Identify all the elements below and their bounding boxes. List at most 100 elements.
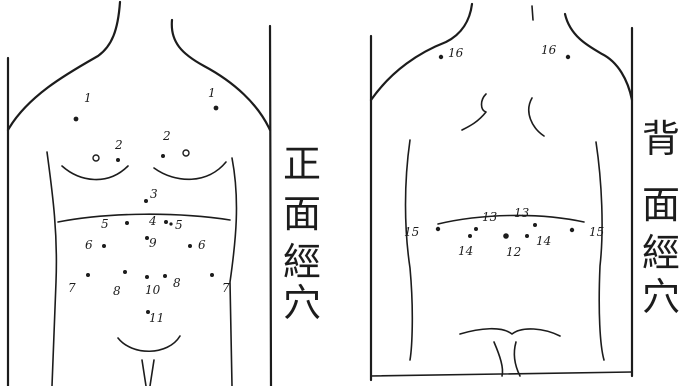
- front-point-1-left-dot: [74, 117, 79, 122]
- front-point-5-left-label: 5: [101, 217, 109, 231]
- front-left-chest-contour: [62, 166, 128, 180]
- back-point-15-left-label: 15: [404, 225, 419, 239]
- front-right-nipple: [183, 150, 189, 156]
- front-point-5-right-dot: [169, 222, 172, 225]
- back-title-char-1: 背: [642, 117, 680, 161]
- back-point-15-right-dot: [570, 228, 574, 232]
- front-point-7-left-label: 7: [68, 281, 76, 295]
- front-point-10-dot: [145, 275, 149, 279]
- front-title-char-1: 正: [283, 142, 321, 186]
- front-point-6-left-label: 6: [85, 238, 93, 252]
- front-point-1-right: 1: [208, 86, 218, 110]
- back-acupoints: 16 16 15 13 13 15 14 12 14: [404, 43, 604, 259]
- back-right-leg-line: [514, 342, 520, 376]
- front-point-6-right: 6: [188, 238, 206, 252]
- front-point-3-label: 3: [150, 187, 158, 201]
- front-point-8-right: 8: [163, 274, 181, 290]
- back-point-16-left: 16: [439, 46, 464, 60]
- front-right-leg-line: [150, 360, 154, 386]
- front-point-11: 11: [146, 310, 164, 325]
- front-point-3-dot: [144, 199, 148, 203]
- back-point-14-left: 14: [458, 234, 473, 258]
- front-figure: [8, 2, 271, 386]
- front-point-4-label: 4: [148, 214, 157, 228]
- front-point-8-left: 8: [113, 270, 127, 298]
- back-figure: [371, 4, 632, 380]
- front-point-11-label: 11: [149, 311, 164, 325]
- back-right-armpit-line: [596, 142, 604, 360]
- front-left-leg-line: [142, 360, 146, 386]
- front-right-shoulder: [172, 20, 270, 130]
- back-point-13-left: 13: [474, 210, 498, 231]
- back-point-16-left-dot: [439, 55, 443, 59]
- front-point-1-right-label: 1: [208, 86, 216, 100]
- back-point-16-left-label: 16: [448, 46, 464, 60]
- front-left-nipple: [93, 155, 99, 161]
- back-point-15-right-label: 15: [589, 225, 604, 239]
- front-point-9: 9: [145, 236, 157, 250]
- back-title: 背 面 經 穴: [642, 117, 680, 319]
- front-point-2-right: 2: [161, 129, 171, 158]
- back-right-shoulder: [565, 14, 632, 100]
- back-point-13-right-label: 13: [514, 206, 530, 220]
- back-waist-line: [438, 215, 584, 224]
- front-point-10: 10: [145, 275, 161, 297]
- front-point-1-left-label: 1: [84, 91, 92, 105]
- back-title-char-3: 經: [642, 231, 680, 275]
- front-point-7-right-dot: [210, 273, 214, 277]
- front-point-7-right: 7: [210, 273, 230, 295]
- back-point-12: 12: [503, 233, 521, 259]
- front-point-9-label: 9: [149, 236, 157, 250]
- front-acupoints: 1 1 2 2 3 5 4 5 6 9 6 7 8 10 8 7 11: [68, 86, 230, 325]
- back-gluteal-curve: [460, 329, 560, 336]
- back-title-char-2: 面: [642, 183, 680, 227]
- front-point-1-left: 1: [74, 91, 92, 121]
- back-left-leg-line: [494, 342, 503, 376]
- back-left-armpit-line: [406, 140, 413, 360]
- front-point-1-right-dot: [214, 106, 219, 111]
- back-point-14-left-label: 14: [458, 244, 473, 258]
- back-point-14-right: 14: [525, 234, 551, 248]
- back-point-16-right-dot: [566, 55, 570, 59]
- front-point-7-left-dot: [86, 273, 90, 277]
- back-point-15-right: 15: [570, 225, 604, 239]
- front-point-3: 3: [144, 187, 158, 203]
- front-point-4-dot: [164, 220, 168, 224]
- front-point-2-right-label: 2: [162, 129, 171, 143]
- front-waist-line: [58, 214, 230, 222]
- back-point-14-right-label: 14: [536, 234, 551, 248]
- front-right-chest-contour: [154, 162, 226, 179]
- front-point-4: 4: [148, 214, 168, 228]
- front-point-10-label: 10: [145, 283, 161, 297]
- front-title-char-3: 經: [283, 240, 321, 284]
- back-point-15-left-dot: [436, 227, 440, 231]
- front-point-5-left-dot: [125, 221, 129, 225]
- front-point-8-left-dot: [123, 270, 127, 274]
- back-point-16-right: 16: [541, 43, 570, 59]
- front-title-char-4: 穴: [283, 281, 321, 325]
- front-point-2-left-dot: [116, 158, 120, 162]
- front-point-6-left-dot: [102, 244, 106, 248]
- front-point-8-right-dot: [163, 274, 167, 278]
- back-point-16-right-label: 16: [541, 43, 557, 57]
- front-point-6-left: 6: [85, 238, 106, 252]
- back-point-14-left-dot: [468, 234, 472, 238]
- front-title-char-2: 面: [283, 192, 321, 236]
- front-point-8-left-label: 8: [113, 284, 121, 298]
- back-point-15-left: 15: [404, 225, 440, 239]
- back-spine-line: [532, 6, 533, 20]
- back-point-12-dot: [503, 233, 509, 239]
- front-left-armpit-line: [47, 152, 56, 386]
- back-right-scapula: [529, 98, 544, 136]
- front-point-6-right-label: 6: [198, 238, 206, 252]
- front-point-5-right-label: 5: [175, 218, 183, 232]
- front-point-2-right-dot: [161, 154, 165, 158]
- back-point-13-right-dot: [533, 223, 537, 227]
- front-point-8-right-label: 8: [173, 276, 181, 290]
- back-point-13-left-dot: [474, 227, 478, 231]
- back-point-14-right-dot: [525, 234, 529, 238]
- back-left-scapula: [462, 94, 486, 130]
- front-point-7-right-label: 7: [222, 281, 230, 295]
